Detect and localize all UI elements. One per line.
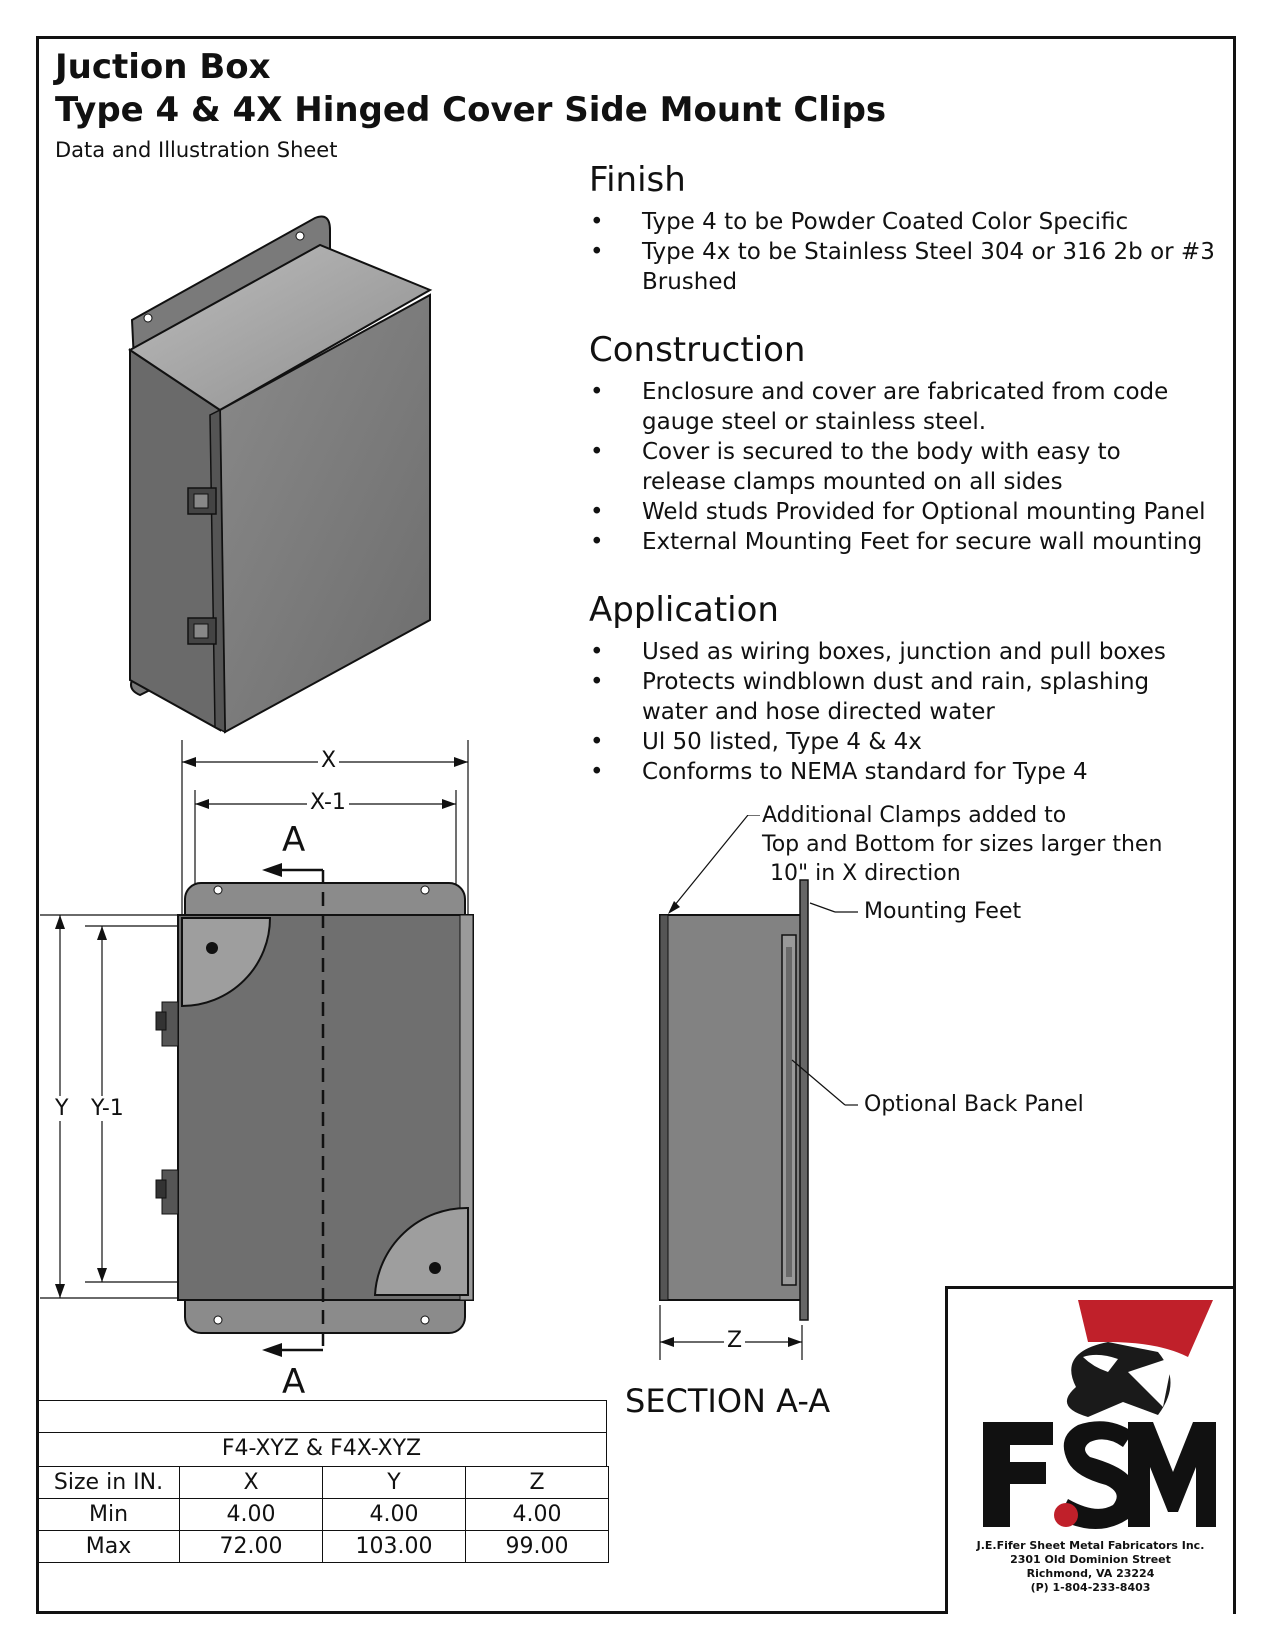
fsm-logo <box>983 1300 1216 1529</box>
application-list: Used as wiring boxes, junction and pull … <box>590 637 1215 787</box>
section-mark-bottom: A <box>282 1362 306 1402</box>
construction-item: Cover is secured to the body with easy t… <box>590 437 1210 497</box>
application-heading: Application <box>589 590 779 630</box>
size-table-cell: 99.00 <box>465 1530 609 1563</box>
dimension-x-label: X <box>318 748 340 773</box>
table-row: Max 72.00 103.00 99.00 <box>37 1530 609 1563</box>
company-phone: (P) 1-804-233-8403 <box>1030 1581 1151 1594</box>
company-name: J.E.Fifer Sheet Metal Fabricators Inc. <box>976 1539 1205 1552</box>
size-table-cell: Min <box>37 1498 180 1531</box>
size-table-cell: Max <box>37 1530 180 1563</box>
finish-item: Type 4 to be Powder Coated Color Specifi… <box>590 207 1215 237</box>
size-table-cell: 72.00 <box>179 1530 323 1563</box>
construction-item: Enclosure and cover are fabricated from … <box>590 377 1210 437</box>
application-item: Ul 50 listed, Type 4 & 4x <box>590 727 1215 757</box>
clamps-callout-line-2: Top and Bottom for sizes larger then <box>762 832 1163 857</box>
dimension-y-label: Y <box>52 1096 72 1121</box>
back-panel-callout: Optional Back Panel <box>864 1092 1084 1117</box>
enclosure-isometric-illustration <box>128 215 433 734</box>
title-line-2: Type 4 & 4X Hinged Cover Side Mount Clip… <box>55 90 887 130</box>
front-view-drawing <box>40 740 474 1357</box>
size-table-model: F4-XYZ & F4X-XYZ <box>37 1432 607 1466</box>
company-logo-block: J.E.Fifer Sheet Metal Fabricators Inc. 2… <box>945 1286 1233 1614</box>
application-item: Used as wiring boxes, junction and pull … <box>590 637 1215 667</box>
title-line-1: Juction Box <box>55 47 271 87</box>
section-title: SECTION A-A <box>625 1382 831 1420</box>
application-item: Protects windblown dust and rain, splash… <box>590 667 1215 727</box>
table-row: Min 4.00 4.00 4.00 <box>37 1498 609 1531</box>
finish-item: Type 4x to be Stainless Steel 304 or 316… <box>590 237 1215 297</box>
size-table-cell: 4.00 <box>322 1498 466 1531</box>
application-item: Conforms to NEMA standard for Type 4 <box>590 757 1215 787</box>
construction-list: Enclosure and cover are fabricated from … <box>590 377 1210 557</box>
clamps-callout-line-3: 10" in X direction <box>770 861 961 886</box>
size-table: Size in IN. X Y Z Min 4.00 4.00 4.00 Max… <box>37 1466 609 1563</box>
size-table-header: Size in IN. <box>37 1466 180 1499</box>
size-table-header: X <box>179 1466 323 1499</box>
company-street: 2301 Old Dominion Street <box>1010 1553 1171 1566</box>
size-table-cell: 4.00 <box>465 1498 609 1531</box>
company-city: Richmond, VA 23224 <box>1026 1567 1155 1580</box>
construction-item: Weld studs Provided for Optional mountin… <box>590 497 1210 527</box>
dimension-x1-label: X-1 <box>307 790 349 815</box>
finish-list: Type 4 to be Powder Coated Color Specifi… <box>590 207 1215 297</box>
size-table-header-row: Size in IN. X Y Z <box>37 1466 609 1499</box>
section-view-drawing <box>659 815 858 1360</box>
construction-item: External Mounting Feet for secure wall m… <box>590 527 1210 557</box>
section-mark-top: A <box>282 820 306 860</box>
dimension-z-label: Z <box>724 1328 746 1353</box>
size-table-header: Z <box>465 1466 609 1499</box>
size-table-cell: 4.00 <box>179 1498 323 1531</box>
clamps-callout-line-1: Additional Clamps added to <box>762 803 1067 828</box>
size-table-cell: 103.00 <box>322 1530 466 1563</box>
size-table-header: Y <box>322 1466 466 1499</box>
drawing-sheet-border <box>36 36 1236 1614</box>
subtitle: Data and Illustration Sheet <box>55 138 338 162</box>
dimension-y1-label: Y-1 <box>88 1096 127 1121</box>
finish-heading: Finish <box>589 160 686 200</box>
construction-heading: Construction <box>589 330 806 370</box>
mounting-feet-callout: Mounting Feet <box>864 899 1022 924</box>
